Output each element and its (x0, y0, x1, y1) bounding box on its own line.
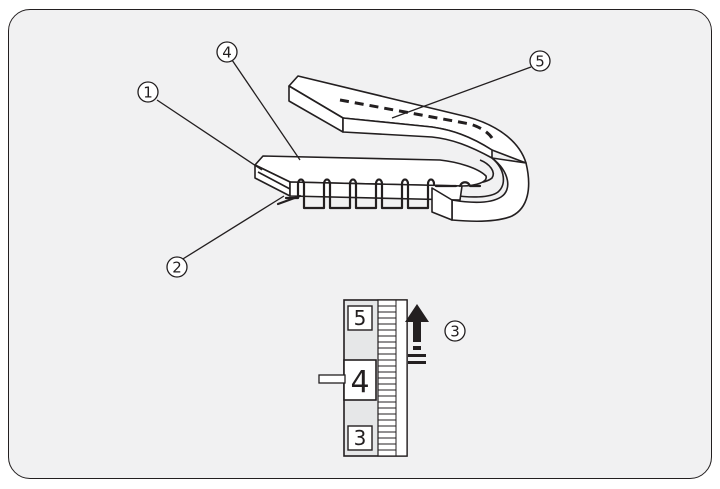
dial-number-4: 4 (343, 359, 377, 401)
svg-text:3: 3 (450, 323, 460, 341)
stitch-width-dial: 5 4 3 (318, 299, 429, 457)
svg-text:4: 4 (350, 365, 369, 400)
dial-number-3: 3 (347, 425, 373, 451)
svg-text:1: 1 (143, 84, 153, 102)
dial-indicator (318, 374, 346, 384)
svg-text:5: 5 (354, 306, 367, 330)
svg-text:5: 5 (535, 53, 545, 71)
svg-text:2: 2 (172, 259, 182, 277)
callout-4: 4 (216, 41, 238, 63)
straight-stitch-line (339, 98, 494, 139)
up-arrow-icon (405, 304, 429, 364)
callout-5: 5 (529, 50, 551, 72)
callout-2: 2 (166, 256, 188, 278)
folded-fabric (254, 75, 530, 222)
dial-number-5: 5 (347, 305, 373, 331)
callout-3: 3 (444, 320, 466, 342)
svg-text:4: 4 (222, 44, 232, 62)
leader-lines (156, 59, 532, 263)
dial-ticks (378, 300, 397, 456)
svg-text:3: 3 (354, 426, 367, 450)
blind-hem-stitches (276, 178, 482, 210)
fabric-bottom-layer (254, 155, 487, 187)
callout-1: 1 (137, 81, 159, 103)
